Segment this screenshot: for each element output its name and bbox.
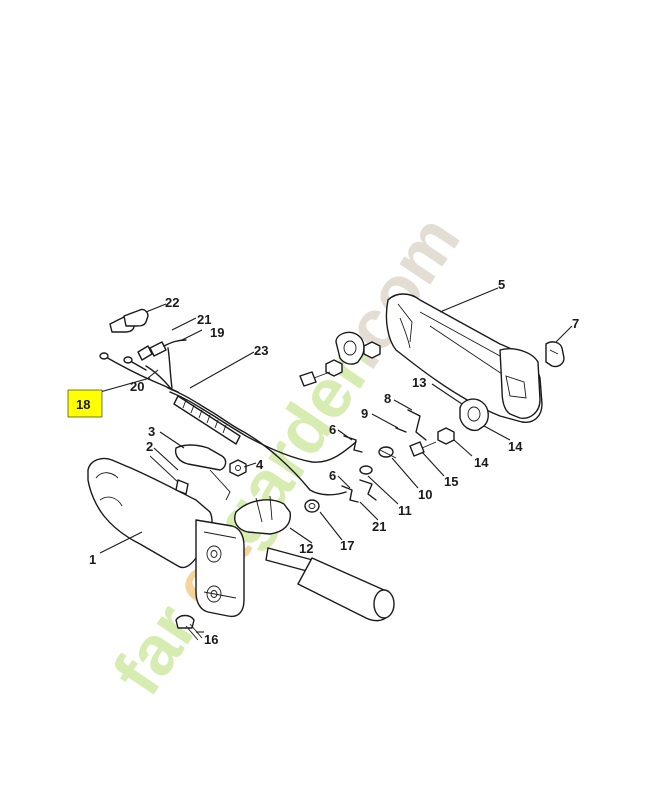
part-20-terminal bbox=[123, 356, 147, 371]
callout-6a: 6 bbox=[329, 422, 336, 437]
callout-19: 19 bbox=[210, 325, 224, 340]
part-23-cable-harness bbox=[145, 347, 357, 496]
callout-7: 7 bbox=[572, 316, 579, 331]
callout-18: 18 bbox=[76, 397, 90, 412]
part-21-connector bbox=[149, 339, 187, 357]
watermark-text-a: far bbox=[98, 591, 213, 709]
part-22-plug bbox=[109, 308, 149, 333]
callout-14b: 14 bbox=[474, 455, 489, 470]
part-18-wire bbox=[99, 352, 179, 393]
callout-1: 1 bbox=[89, 552, 96, 567]
callout-14a: 14 bbox=[508, 439, 523, 454]
part-7-clip bbox=[545, 341, 565, 368]
part-15-screw bbox=[299, 371, 437, 457]
callout-11: 11 bbox=[398, 503, 412, 518]
callout-22: 22 bbox=[165, 295, 179, 310]
callout-8: 8 bbox=[384, 391, 391, 406]
callout-6b: 6 bbox=[329, 468, 336, 483]
callout-20: 20 bbox=[130, 379, 144, 394]
callout-9: 9 bbox=[361, 406, 368, 421]
part-19-connector bbox=[137, 345, 153, 361]
callout-15: 15 bbox=[444, 474, 458, 489]
part-21b-terminal bbox=[359, 479, 377, 501]
part-17-grommet bbox=[304, 499, 320, 513]
part-2-screw bbox=[149, 455, 189, 495]
part-5-right-housing bbox=[385, 293, 543, 423]
callout-16: 16 bbox=[204, 632, 218, 647]
callout-23: 23 bbox=[254, 343, 268, 358]
callout-leaders bbox=[99, 287, 573, 633]
callout-12: 12 bbox=[299, 541, 313, 556]
part-16-screw bbox=[175, 614, 203, 641]
part-8-contact-spring bbox=[395, 409, 427, 441]
callout-labels: 1 2 3 4 5 6 6 7 8 9 10 11 12 13 14 14 15… bbox=[76, 277, 579, 647]
part-11-sleeve bbox=[359, 465, 373, 475]
part-4-nut bbox=[229, 459, 247, 477]
callout-21b: 21 bbox=[372, 519, 386, 534]
callout-2: 2 bbox=[146, 439, 153, 454]
part-1-handle-housing bbox=[87, 457, 245, 618]
callout-4: 4 bbox=[256, 457, 264, 472]
callout-17: 17 bbox=[340, 538, 354, 553]
callout-3: 3 bbox=[148, 424, 155, 439]
part-3-trigger bbox=[174, 444, 231, 501]
callout-18-highlight bbox=[67, 389, 103, 418]
callout-10: 10 bbox=[418, 487, 432, 502]
callout-5: 5 bbox=[498, 277, 505, 292]
callout-21a: 21 bbox=[197, 312, 211, 327]
callout-13: 13 bbox=[412, 375, 426, 390]
part-10-sleeve bbox=[378, 446, 397, 459]
part-12-switch bbox=[234, 495, 395, 622]
